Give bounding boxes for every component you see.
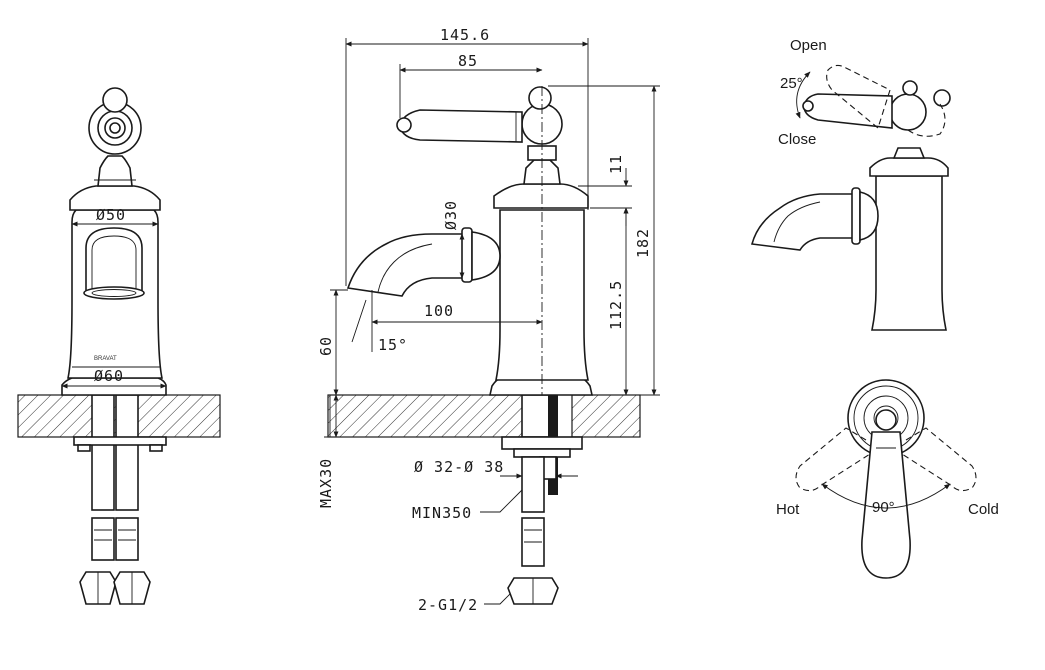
dim-width-85: 85 — [458, 52, 478, 70]
dim-diameter-50: Ø50 — [96, 206, 126, 224]
dim-diameter-32-38: Ø 32-Ø 38 — [414, 458, 504, 476]
label-cold: Cold — [968, 501, 999, 518]
dim-height-182: 182 — [634, 228, 652, 258]
dim-max-30: MAX30 — [317, 458, 335, 508]
dim-thread-g1-2: 2-G1/2 — [418, 596, 478, 614]
label-close: Close — [778, 131, 816, 148]
front-view: BRAVAT Ø50 Ø60 — [17, 87, 221, 605]
dim-width-145-6: 145.6 — [440, 26, 490, 44]
handle-top-view: Hot 90° Cold — [776, 379, 999, 579]
dim-diameter-30: Ø30 — [442, 200, 460, 230]
dim-height-60: 60 — [317, 336, 335, 356]
dim-diameter-60: Ø60 — [94, 367, 124, 385]
label-hot: Hot — [776, 501, 800, 518]
dim-height-112-5: 112.5 — [607, 280, 625, 330]
brand-logo: BRAVAT — [94, 356, 117, 362]
dim-min-350: MIN350 — [412, 504, 472, 522]
dim-width-100: 100 — [424, 302, 454, 320]
label-open: Open — [790, 37, 827, 54]
side-countertop-right — [571, 394, 641, 438]
label-angle-25: 25° — [780, 75, 803, 92]
handle-side-view: Open 25° Close — [750, 37, 951, 331]
dim-height-11: 11 — [607, 154, 625, 174]
side-countertop-left — [327, 394, 541, 438]
side-view: 145.6 85 Ø30 100 15° 60 MAX30 Ø 32-Ø 38 … — [317, 26, 660, 614]
label-angle-90: 90° — [872, 499, 895, 516]
dim-angle-15: 15° — [378, 336, 408, 354]
